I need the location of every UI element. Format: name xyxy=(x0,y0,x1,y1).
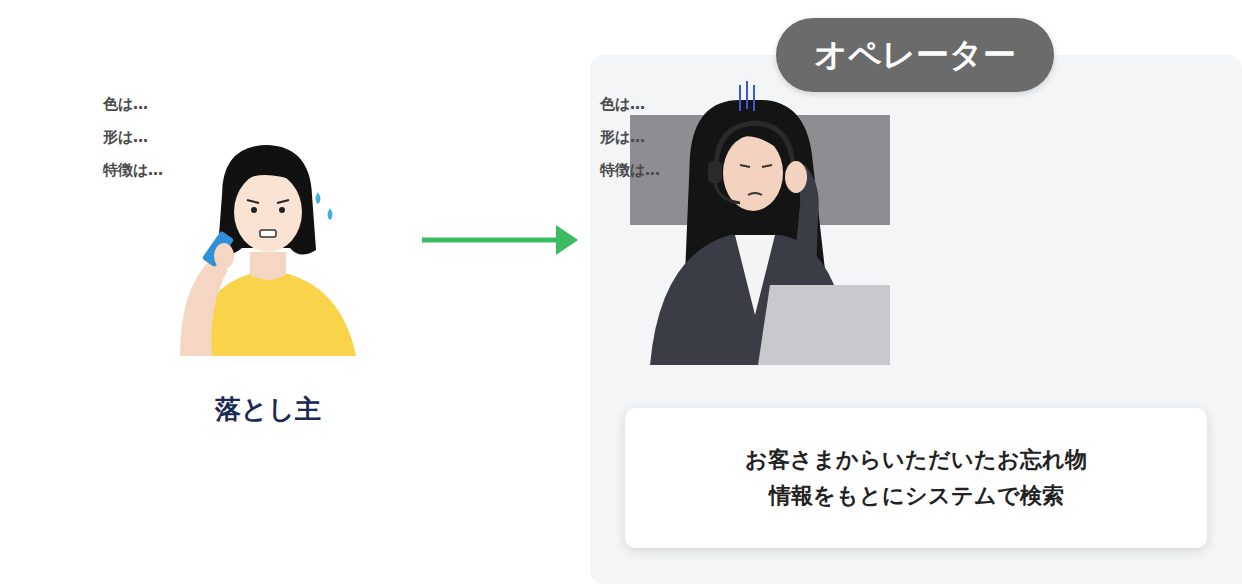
mouth xyxy=(748,193,762,195)
cloud-shape-part xyxy=(691,191,713,213)
eye xyxy=(740,165,772,167)
thought-cloud: 色は… 形は… 特徴は… xyxy=(522,55,737,215)
desk-laptop xyxy=(758,285,890,365)
laptop-part-part xyxy=(928,249,1020,258)
laptop-part-part xyxy=(928,305,1020,314)
thought-text: 色は… 形は… 特徴は… xyxy=(103,88,163,187)
hand xyxy=(785,161,807,193)
gloom-lines xyxy=(740,81,754,111)
brow xyxy=(247,200,289,203)
arrow-line xyxy=(422,238,556,243)
hand xyxy=(214,243,234,269)
cloud-shape-part xyxy=(688,181,700,193)
microphone xyxy=(715,183,740,203)
arm xyxy=(180,260,228,356)
eye xyxy=(279,207,285,213)
cloud-shape xyxy=(42,61,231,213)
arrow-head xyxy=(556,225,578,255)
avatar-circle xyxy=(150,120,386,356)
eye xyxy=(251,207,257,213)
mouth xyxy=(260,230,276,237)
neck xyxy=(250,252,286,280)
cloud-shape xyxy=(539,61,728,213)
face xyxy=(723,135,783,211)
laptop-part xyxy=(1028,211,1128,306)
operator-panel: オペレーター 色 xyxy=(590,55,1242,584)
laptop-part-part xyxy=(928,268,1020,277)
thought-cloud: 色は… 形は… 特徴は… xyxy=(25,55,240,215)
laptop-part xyxy=(928,191,1128,200)
hair xyxy=(218,145,316,255)
person-label: 落とし主 xyxy=(215,392,321,427)
laptop-part xyxy=(905,165,1150,331)
thought-text: 色は… 形は… 特徴は… xyxy=(600,88,660,187)
cloud-shape-part xyxy=(194,191,216,213)
description-text: お客さまからいただいたお忘れ物 情報をもとにシステムで検索 xyxy=(646,442,1186,514)
sweat xyxy=(316,192,333,220)
cloud-shape-part xyxy=(191,181,203,193)
laptop-part-part xyxy=(928,287,1020,296)
laptop xyxy=(875,165,1180,342)
laptop-part xyxy=(914,175,1141,321)
laptop-part xyxy=(928,211,1020,314)
laptop-part xyxy=(875,331,1180,342)
laptop-part-part xyxy=(928,230,1020,239)
face xyxy=(234,172,302,252)
description-box: お客さまからいただいたお忘れ物 情報をもとにシステムで検索 xyxy=(625,408,1207,548)
role-pill: オペレーター xyxy=(776,18,1054,92)
laptop-part-part xyxy=(928,211,1020,220)
flow-arrow xyxy=(422,225,578,255)
fringe xyxy=(234,161,300,190)
